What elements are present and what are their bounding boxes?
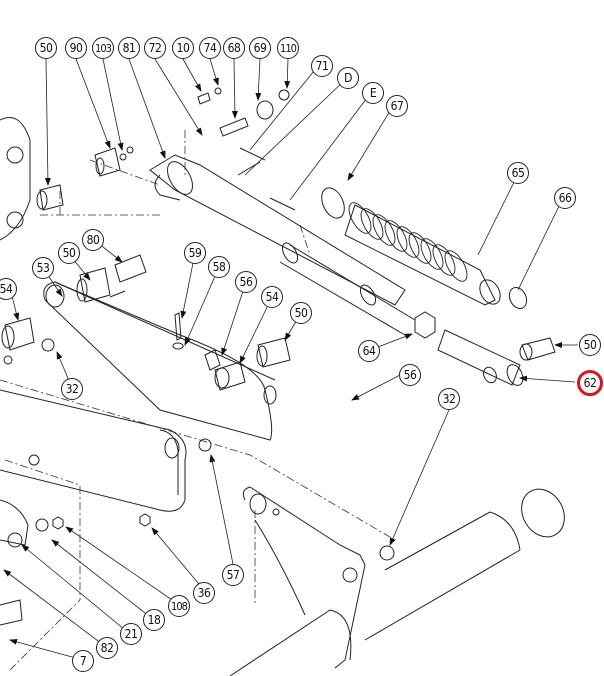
- callout-D[interactable]: D: [337, 67, 359, 89]
- hose-clamp: [508, 286, 528, 310]
- callout-58[interactable]: 58: [208, 256, 230, 278]
- callout-18[interactable]: 18: [143, 609, 165, 631]
- lower-plate: [0, 389, 212, 626]
- callout-54[interactable]: 54: [0, 278, 17, 300]
- callout-65[interactable]: 65: [507, 162, 529, 184]
- fittings: [36, 87, 296, 211]
- bellows-boot: [344, 202, 501, 306]
- callout-108[interactable]: 108: [168, 595, 190, 617]
- callout-32[interactable]: 32: [61, 378, 83, 400]
- callout-82[interactable]: 82: [96, 637, 118, 659]
- callout-66[interactable]: 66: [554, 187, 576, 209]
- bracket: [0, 117, 31, 241]
- callout-57[interactable]: 57: [222, 564, 244, 586]
- callout-62-highlighted[interactable]: 62: [577, 370, 603, 396]
- callout-72[interactable]: 72: [144, 37, 166, 59]
- callout-50[interactable]: 50: [35, 37, 57, 59]
- frame: [229, 486, 565, 676]
- callout-69[interactable]: 69: [249, 37, 271, 59]
- nut: [414, 311, 436, 339]
- callout-7[interactable]: 7: [72, 650, 94, 672]
- pin: [437, 329, 521, 386]
- callout-32[interactable]: 32: [438, 388, 460, 410]
- callout-81[interactable]: 81: [118, 37, 140, 59]
- callout-71[interactable]: 71: [311, 55, 333, 77]
- callout-36[interactable]: 36: [193, 582, 215, 604]
- bushing: [521, 337, 556, 361]
- callout-59[interactable]: 59: [184, 242, 206, 264]
- callout-103[interactable]: 103: [92, 37, 114, 59]
- callout-53[interactable]: 53: [32, 257, 54, 279]
- callout-50[interactable]: 50: [290, 302, 312, 324]
- callout-56[interactable]: 56: [399, 364, 421, 386]
- hydraulic-cylinder: [149, 154, 416, 336]
- callout-10[interactable]: 10: [172, 37, 194, 59]
- callout-56[interactable]: 56: [235, 271, 257, 293]
- callout-50[interactable]: 50: [579, 334, 601, 356]
- callout-74[interactable]: 74: [199, 37, 221, 59]
- callout-68[interactable]: 68: [223, 37, 245, 59]
- callout-80[interactable]: 80: [82, 229, 104, 251]
- callout-64[interactable]: 64: [358, 340, 380, 362]
- link-arm: [1, 254, 291, 441]
- callout-E[interactable]: E: [362, 82, 384, 104]
- callout-54[interactable]: 54: [261, 286, 283, 308]
- callout-90[interactable]: 90: [65, 37, 87, 59]
- callout-110[interactable]: 110: [277, 37, 299, 59]
- callout-67[interactable]: 67: [386, 95, 408, 117]
- callout-21[interactable]: 21: [120, 623, 142, 645]
- hose-clamp: [321, 187, 345, 219]
- callout-50[interactable]: 50: [58, 242, 80, 264]
- leader-lines: [3, 58, 578, 661]
